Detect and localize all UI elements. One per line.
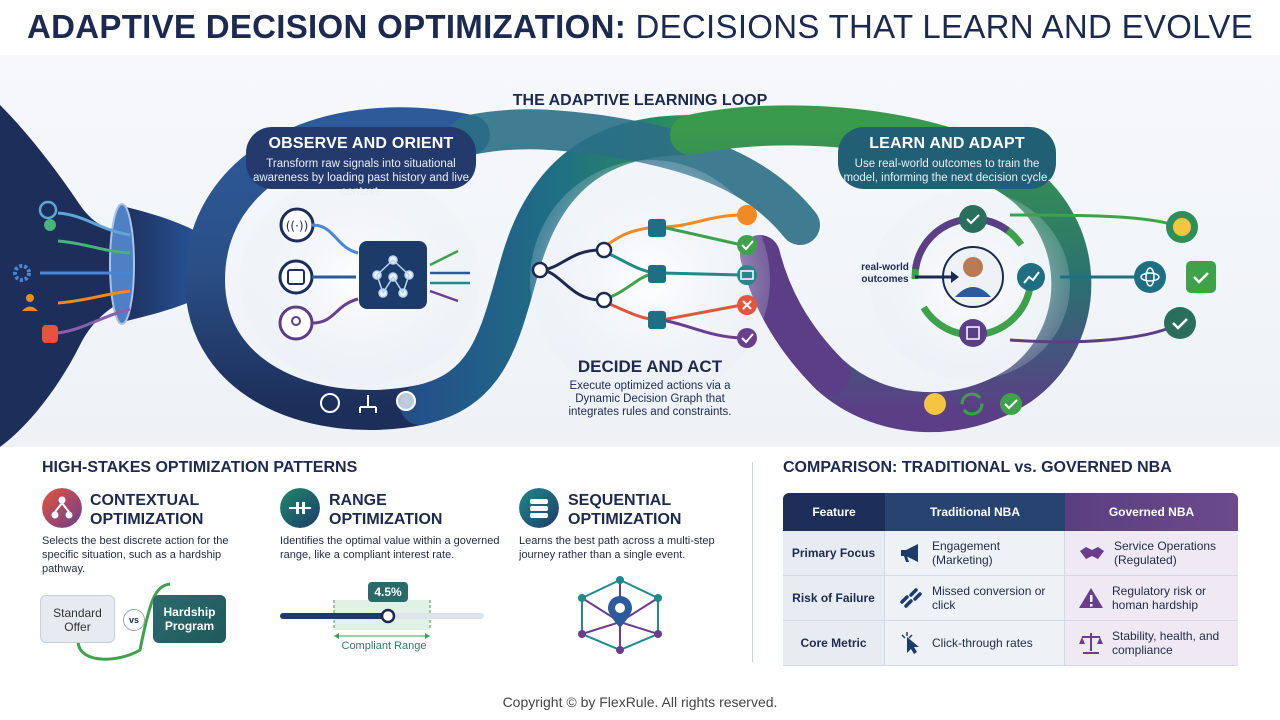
check-icon (737, 235, 757, 255)
observe-heading: OBSERVE AND ORIENT (268, 135, 454, 152)
svg-text:((·)): ((·)) (286, 219, 309, 233)
loop-title: THE ADAPTIVE LEARNING LOOP (512, 92, 768, 109)
table-header-row: Feature Traditional NBA Governed NBA (783, 493, 1238, 531)
cursor-click-icon (901, 632, 919, 654)
learn-cycle (911, 205, 1216, 347)
left-wave (0, 105, 200, 447)
learn-adapt-label: LEARN AND ADAPT Use real-world outcomes … (838, 127, 1056, 189)
range-slider (280, 600, 484, 639)
hierarchy-icon (42, 488, 82, 528)
slider-knob (380, 608, 396, 624)
table-row: Primary Focus Engagement (Marketing) Ser… (783, 531, 1238, 576)
action-node-1 (648, 219, 666, 237)
warning-icon (1079, 588, 1103, 608)
trend-chart-icon (1017, 263, 1045, 291)
bell-icon (737, 205, 757, 225)
table-row: Core Metric Click-through rates Stabilit… (783, 621, 1238, 666)
map-pin-icon (278, 305, 314, 341)
slider-icon (280, 488, 320, 528)
action-node-3 (648, 311, 666, 329)
check-icon (959, 205, 987, 233)
range-heading: RANGE OPTIMIZATION (329, 492, 443, 528)
atom-icon (1134, 261, 1166, 293)
stack-icon (519, 488, 559, 528)
location-pin-icon (44, 219, 57, 247)
standard-offer-box: Standard Offer (40, 595, 115, 643)
history-icon (320, 393, 340, 413)
database-icon (42, 325, 58, 343)
sequential-description: Learns the best path across a multi-step… (519, 535, 715, 561)
broken-link-icon (900, 588, 922, 608)
observe-tube-icons (320, 391, 416, 413)
pie-chart-icon (396, 391, 416, 411)
vs-badge: vs (123, 609, 145, 631)
comparison-table: Feature Traditional NBA Governed NBA Pri… (783, 493, 1238, 666)
decide-heading: DECIDE AND ACT (577, 357, 723, 376)
top-crossing-tube (450, 109, 820, 245)
clock-icon (38, 200, 58, 220)
input-streams (40, 211, 131, 335)
smiley-icon (924, 393, 946, 415)
row-feature: Core Metric (783, 621, 885, 666)
row-governed: Regulatory risk or homan hardship (1112, 584, 1207, 612)
right-lower-tube (740, 235, 850, 395)
title-light: DECISIONS THAT LEARN AND EVOLVE (626, 8, 1254, 45)
section-divider (752, 462, 753, 662)
action-node-2 (648, 265, 666, 283)
person-icon (26, 294, 34, 302)
calendar-icon (278, 259, 314, 295)
comparison-heading: COMPARISON: TRADITIONAL vs. GOVERNED NBA (783, 459, 1172, 476)
learn-tube-icons (924, 392, 1022, 416)
row-traditional: Click-through rates (932, 636, 1033, 650)
row-feature: Risk of Failure (783, 576, 885, 621)
hierarchy-icon (359, 395, 377, 413)
row-traditional: Engagement (Marketing) (932, 539, 1001, 567)
slider-value-label: 4.5% (368, 582, 408, 602)
header-feature: Feature (783, 493, 885, 531)
clipboard-check-icon (1186, 261, 1216, 293)
learn-description: Use real-world outcomes to train the mod… (843, 158, 1051, 184)
check-circle-icon (1164, 307, 1196, 339)
contextual-arrows (76, 582, 171, 661)
megaphone-icon (901, 544, 918, 562)
input-icons (13, 200, 58, 343)
sequential-heading: SEQUENTIAL OPTIMIZATION (568, 492, 682, 528)
decide-description: Execute optimized actions via a Dynamic … (568, 380, 732, 418)
observe-orient-label: OBSERVE AND ORIENT Transform raw signals… (246, 127, 476, 198)
decision-nodes (531, 241, 613, 309)
header-governed: Governed NBA (1065, 493, 1238, 531)
header-traditional: Traditional NBA (885, 493, 1065, 531)
gear-icon (13, 264, 31, 282)
copyright-footer: Copyright © by FlexRule. All rights rese… (502, 694, 778, 710)
contextual-description: Selects the best discrete action for the… (42, 535, 229, 575)
observe-signals: ((·)) (278, 207, 470, 341)
real-world-outcomes-label: real-world outcomes (861, 262, 909, 285)
handshake-icon (1080, 547, 1104, 559)
slider-fill (280, 613, 388, 619)
row-governed: Service Operations (Regulated) (1114, 539, 1217, 567)
row-feature: Primary Focus (783, 531, 885, 576)
patterns-heading: HIGH-STAKES OPTIMIZATION PATTERNS (42, 459, 358, 476)
check-icon (737, 328, 757, 348)
hardship-program-box: Hardship Program (153, 595, 226, 643)
checklist-icon (959, 319, 987, 347)
check-icon (1000, 393, 1022, 415)
row-traditional: Missed conversion or click (932, 584, 1046, 612)
compliant-range-label: Compliant Range (341, 640, 427, 652)
contextual-heading: CONTEXTUAL OPTIMIZATION (90, 492, 204, 528)
adaptive-learning-loop-diagram: ((·)) (0, 105, 1216, 447)
page-title: ADAPTIVE DECISION OPTIMIZATION: DECISION… (0, 8, 1280, 46)
refresh-icon (960, 392, 984, 416)
mail-icon (737, 265, 757, 285)
learn-heading: LEARN AND ADAPT (869, 135, 1025, 152)
observe-description: Transform raw signals into situational a… (252, 158, 470, 198)
action-icons (648, 205, 757, 348)
journey-network-icon (578, 576, 662, 654)
balance-scale-icon (1079, 633, 1103, 654)
title-bold: ADAPTIVE DECISION OPTIMIZATION: (26, 8, 627, 45)
table-row: Risk of Failure Missed conversion or cli… (783, 576, 1238, 621)
row-governed: Stability, health, and compliance (1112, 629, 1220, 657)
range-description: Identifies the optimal value within a go… (280, 535, 500, 561)
